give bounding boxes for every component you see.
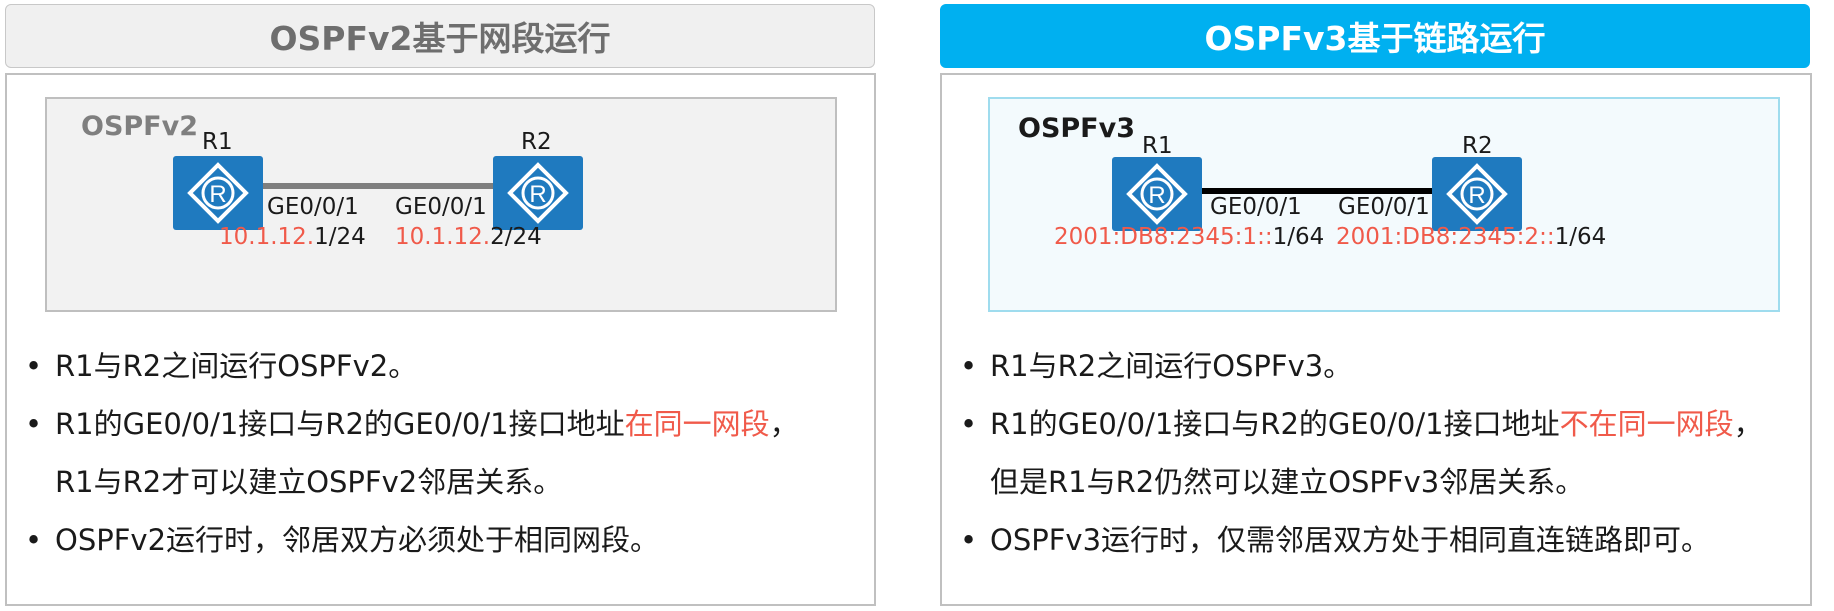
router-r2-label: R2 bbox=[521, 129, 552, 155]
bullet-item: R1与R2之间运行OSPFv2。 bbox=[21, 337, 871, 395]
bullet-item: OSPFv2运行时，邻居双方必须处于相同网段。 bbox=[21, 511, 871, 569]
bullet-item: R1的GE0/0/1接口与R2的GE0/0/1接口地址在同一网段，R1与R2才可… bbox=[21, 395, 871, 511]
protocol-label: OSPFv2 bbox=[81, 111, 199, 142]
topology-diagram-ospfv3: OSPFv3 R1 R2 R R GE0/0/1 GE0/0/1 2001:DB… bbox=[988, 97, 1780, 312]
r1-interface-label: GE0/0/1 bbox=[1210, 194, 1302, 220]
router-r2-label: R2 bbox=[1462, 133, 1493, 159]
protocol-label: OSPFv3 bbox=[1018, 113, 1136, 144]
svg-text:R: R bbox=[1148, 182, 1165, 209]
router-r1-icon: R bbox=[173, 156, 263, 230]
bullet-list: R1与R2之间运行OSPFv3。 R1的GE0/0/1接口与R2的GE0/0/1… bbox=[956, 337, 1806, 569]
panel-ospfv2: OSPFv2 R1 R2 R R GE0/0/1 GE0/0/1 10.1.12… bbox=[5, 73, 876, 606]
bullet-item: R1的GE0/0/1接口与R2的GE0/0/1接口地址不在同一网段，但是R1与R… bbox=[956, 395, 1806, 511]
r1-interface-label: GE0/0/1 bbox=[267, 194, 359, 220]
bullet-list: R1与R2之间运行OSPFv2。 R1的GE0/0/1接口与R2的GE0/0/1… bbox=[21, 337, 871, 569]
router-r2-icon: R bbox=[493, 156, 583, 230]
panel-ospfv3: OSPFv3 R1 R2 R R GE0/0/1 GE0/0/1 2001:DB… bbox=[940, 73, 1812, 606]
router-r2-icon: R bbox=[1432, 157, 1522, 231]
link-line bbox=[1202, 188, 1438, 194]
r2-interface-label: GE0/0/1 bbox=[1338, 194, 1430, 220]
r1-address: 10.1.12.1/24 bbox=[219, 224, 366, 250]
r2-interface-label: GE0/0/1 bbox=[395, 194, 487, 220]
bullet-item: R1与R2之间运行OSPFv3。 bbox=[956, 337, 1806, 395]
router-r1-label: R1 bbox=[1142, 133, 1173, 159]
r2-address: 10.1.12.2/24 bbox=[395, 224, 542, 250]
svg-text:R: R bbox=[209, 181, 226, 208]
bullet-item: OSPFv3运行时，仅需邻居双方处于相同直连链路即可。 bbox=[956, 511, 1806, 569]
topology-diagram-ospfv2: OSPFv2 R1 R2 R R GE0/0/1 GE0/0/1 10.1.12… bbox=[45, 97, 837, 312]
router-r1-label: R1 bbox=[202, 129, 233, 155]
router-r1-icon: R bbox=[1112, 157, 1202, 231]
r2-address: 2001:DB8:2345:2::1/64 bbox=[1336, 224, 1607, 250]
panel-header-ospfv2: OSPFv2基于网段运行 bbox=[5, 4, 875, 68]
panel-header-ospfv3: OSPFv3基于链路运行 bbox=[940, 4, 1810, 68]
r1-address: 2001:DB8:2345:1::1/64 bbox=[1054, 224, 1325, 250]
link-line bbox=[263, 183, 493, 189]
svg-text:R: R bbox=[529, 181, 546, 208]
svg-text:R: R bbox=[1468, 182, 1485, 209]
